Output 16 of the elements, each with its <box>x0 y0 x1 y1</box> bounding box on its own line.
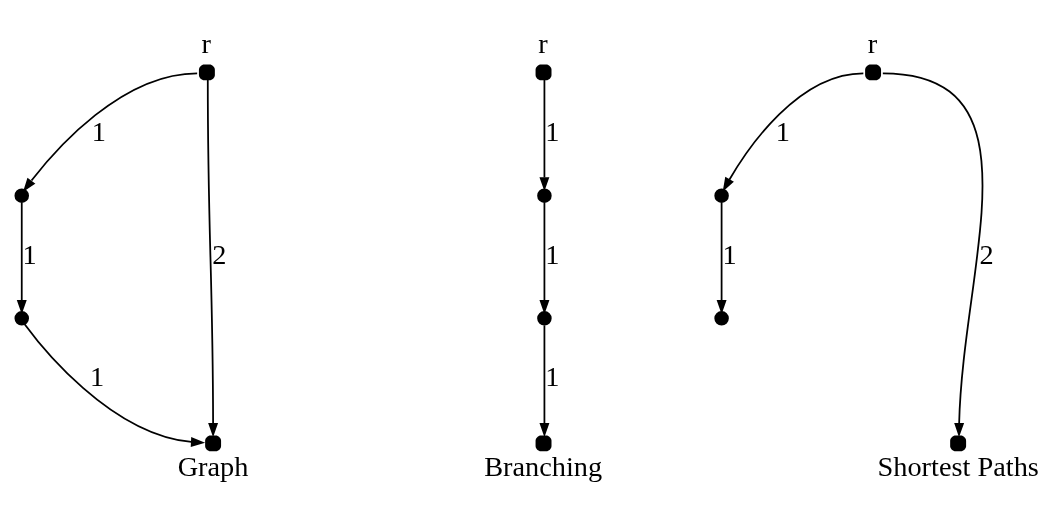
edge-label: 1 <box>89 360 105 392</box>
edge-label: 2 <box>979 238 994 270</box>
node-label: r <box>867 27 878 59</box>
edge-label: 1 <box>22 238 37 270</box>
node-label: r <box>538 27 548 59</box>
node-label: r <box>201 27 212 59</box>
edge-label: 2 <box>212 238 227 270</box>
edge-label: 1 <box>722 238 737 270</box>
node-label: Branching <box>484 450 603 482</box>
edge-label: 1 <box>545 115 560 147</box>
node-label: Graph <box>177 450 249 482</box>
node-label: Shortest Paths <box>877 450 1039 482</box>
edge-label: 1 <box>545 238 560 270</box>
edge-label: 1 <box>545 360 560 392</box>
edge-label: 1 <box>91 115 106 147</box>
edge-label: 1 <box>775 115 790 147</box>
